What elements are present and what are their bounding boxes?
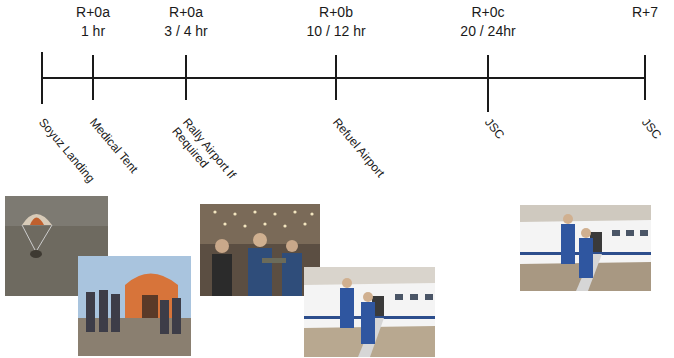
aircraft-photo [304, 267, 435, 357]
time-marker: R+0a [43, 4, 143, 20]
time-marker: R+7 [595, 4, 674, 20]
event-label: Rally Airport If Required [169, 116, 252, 207]
time-marker: R+0b [286, 4, 386, 20]
hangar-photo [200, 204, 320, 296]
elapsed-time: 10 / 12 hr [286, 23, 386, 39]
event-label: JSC [638, 116, 663, 142]
event-label: Medical Tent [86, 116, 140, 176]
timeline-axis [42, 52, 645, 112]
elapsed-time: 3 / 4 hr [136, 23, 236, 39]
aircraft-photo [520, 205, 651, 291]
elapsed-time: 20 / 24hr [438, 23, 538, 39]
medical-tent-photo [78, 256, 191, 356]
time-marker: R+0a [136, 4, 236, 20]
event-label: JSC [481, 116, 506, 142]
elapsed-time: 1 hr [43, 23, 143, 39]
event-label: Refuel Airport [329, 116, 386, 181]
time-marker: R+0c [438, 4, 538, 20]
